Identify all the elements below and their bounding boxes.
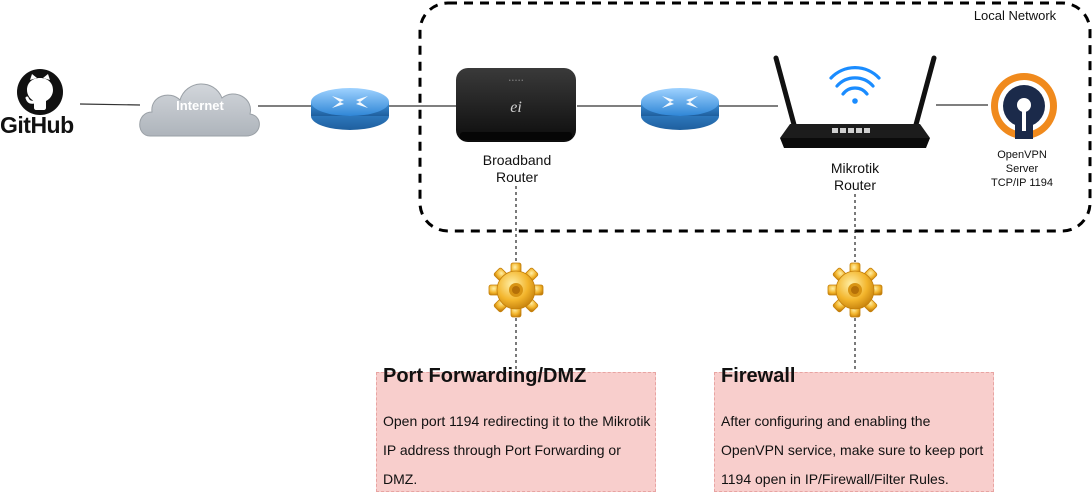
- mikrotik-router-label-line1: Mikrotik: [830, 160, 880, 176]
- mikrotik-router-icon: [773, 55, 937, 148]
- openvpn-server-label: OpenVPN Server TCP/IP 1194: [972, 148, 1072, 190]
- internet-label: Internet: [176, 98, 224, 113]
- port-forwarding-note: Port Forwarding/DMZ Open port 1194 redir…: [376, 365, 656, 492]
- link-github-internet: [79, 103, 141, 106]
- broadband-router-icon: • • • • • ei: [456, 68, 576, 142]
- port-forwarding-body: Open port 1194 redirecting it to the Mik…: [383, 413, 651, 487]
- github-octocat-icon: [17, 69, 63, 115]
- broadband-router-label-line1: Broadband: [482, 152, 552, 168]
- cloud-icon: [139, 83, 260, 137]
- openvpn-label-line3: TCP/IP 1194: [991, 177, 1053, 189]
- firewall-note: Firewall After configuring and enabling …: [714, 365, 994, 492]
- router-mid-icon: [641, 88, 719, 130]
- openvpn-icon: [991, 73, 1057, 139]
- broadband-router-label-line2: Router: [495, 169, 539, 185]
- gear-icon-port-forwarding: [488, 262, 544, 318]
- svg-text:ei: ei: [510, 99, 522, 116]
- svg-text:• • • • •: • • • • •: [509, 78, 524, 84]
- gear-icon-firewall: [827, 262, 883, 318]
- mikrotik-router-label-line2: Router: [833, 177, 877, 193]
- router-left-icon: [311, 88, 389, 130]
- broadband-router-label: Broadband Router: [455, 152, 579, 186]
- openvpn-label-line2: Server: [1005, 163, 1039, 175]
- connection-lines: [79, 103, 988, 107]
- local-network-label: Local Network: [973, 8, 1057, 23]
- firewall-body: After configuring and enabling the OpenV…: [721, 413, 984, 487]
- mikrotik-router-label: Mikrotik Router: [793, 160, 917, 194]
- wifi-icon: [829, 66, 881, 104]
- local-network-boundary: [418, 1, 1092, 233]
- port-forwarding-title: Port Forwarding/DMZ: [383, 365, 587, 387]
- github-label: GitHub: [0, 112, 74, 138]
- firewall-title: Firewall: [721, 365, 796, 387]
- callout-lines: [515, 186, 856, 372]
- openvpn-label-line1: OpenVPN: [997, 149, 1047, 161]
